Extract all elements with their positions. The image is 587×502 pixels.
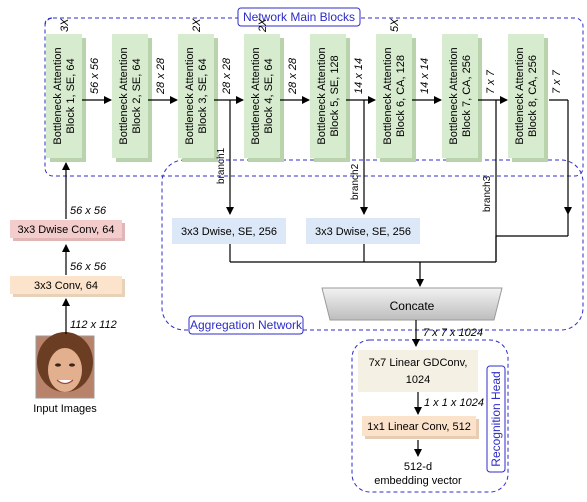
block-7-title: Bottleneck Attention [448, 47, 460, 144]
block-5-subtitle: Block 5, SE, 128 [329, 55, 341, 136]
block-4-repeat: 2X [257, 18, 269, 33]
block-3-out-size: 28 x 28 [221, 57, 233, 95]
aggregation-group-border [161, 159, 584, 331]
block-8-subtitle: Block 8, CA, 256 [527, 55, 539, 137]
block-6-box [376, 34, 412, 158]
block-1-subtitle: Block 1, SE, 64 [65, 58, 77, 133]
linear-box [362, 416, 476, 436]
block-2-subtitle: Block 2, SE, 64 [131, 58, 143, 133]
concat-out-size-label: 7 x 7 x 1024 [423, 327, 483, 339]
block-6-title: Bottleneck Attention [382, 47, 394, 144]
block-3-repeat: 2X [191, 18, 203, 33]
conv-label: 3x3 Conv, 64 [34, 280, 98, 292]
concat-box [321, 287, 503, 321]
block-7-out-size: 7 x 7 [485, 69, 497, 94]
input-face-eye-right [69, 363, 75, 367]
conv-out-size-label: 56 x 56 [70, 261, 107, 273]
branch1-label: branch1 [216, 147, 227, 184]
block-7-subtitle: Block 7, CA, 256 [461, 55, 473, 137]
block-7-box [442, 34, 478, 158]
dwise-label: 3x3 Dwise Conv, 64 [17, 224, 114, 236]
recognition-label-box [486, 365, 506, 473]
concat-label: Concate [390, 299, 435, 313]
input-face-smile [56, 379, 74, 385]
conv-box [10, 276, 122, 294]
input-images-label: Input Images [33, 403, 97, 415]
input-size-label: 112 x 112 [70, 319, 117, 331]
block-3-subtitle: Block 3, SE, 64 [197, 58, 209, 133]
block-5-box [310, 34, 346, 158]
block-1-box [46, 34, 82, 158]
block-4-subtitle: Block 4, SE, 64 [263, 58, 275, 133]
dwise-box [10, 220, 122, 238]
block-5-out-size: 14 x 14 [353, 58, 365, 94]
block-1-out-size: 56 x 56 [89, 57, 101, 94]
branch-dwise1-box [172, 218, 286, 244]
gdconv-out-size-label: 1 x 1 x 1024 [424, 397, 484, 409]
block-3-box [178, 34, 214, 158]
embedding-label-line1: 512-d [404, 461, 432, 473]
block-2-title: Bottleneck Attention [118, 47, 130, 144]
block-4-out-size: 28 x 28 [287, 57, 299, 95]
aggregation-label-box [188, 315, 304, 335]
branch-dwise2-box [306, 218, 420, 244]
main-blocks-label-box [237, 7, 361, 27]
branch3-label: branch3 [482, 175, 493, 212]
input-face-eye-left [55, 363, 61, 367]
linear-label: 1x1 Linear Conv, 512 [367, 421, 471, 433]
branch2-label: branch2 [350, 163, 361, 200]
gdconv-box [358, 350, 478, 392]
recognition-group-border [351, 339, 509, 493]
block-4-box [244, 34, 280, 158]
main-blocks-label: Network Main Blocks [243, 10, 355, 24]
block-1-repeat: 3X [59, 18, 71, 32]
gdconv-label-line1: 7x7 Linear GDConv, [369, 357, 468, 369]
input-face-skin [48, 348, 82, 392]
recognition-label: Recognition Head [489, 371, 503, 466]
dwise-out-size-label: 56 x 56 [70, 205, 107, 217]
embedding-label-line2: embedding vector [374, 475, 462, 487]
block-6-out-size: 14 x 14 [419, 58, 431, 94]
branch-dwise1-label: 3x3 Dwise, SE, 256 [181, 226, 277, 238]
branch-dwise2-label: 3x3 Dwise, SE, 256 [315, 226, 411, 238]
aggregation-label: Aggregation Network [190, 318, 303, 332]
block-6-repeat: 5X [389, 18, 401, 32]
block-3-title: Bottleneck Attention [184, 47, 196, 144]
block-1-title: Bottleneck Attention [52, 47, 64, 144]
gdconv-label-line2: 1024 [406, 374, 430, 386]
block-5-title: Bottleneck Attention [316, 47, 328, 144]
block-2-box [112, 34, 148, 158]
block-8-out-size: 7 x 7 [551, 69, 563, 94]
block-8-title: Bottleneck Attention [514, 47, 526, 144]
block-8-box [508, 34, 544, 158]
block-2-out-size: 28 x 28 [155, 57, 167, 95]
block-4-title: Bottleneck Attention [250, 47, 262, 144]
block-6-subtitle: Block 6, CA, 128 [395, 55, 407, 137]
